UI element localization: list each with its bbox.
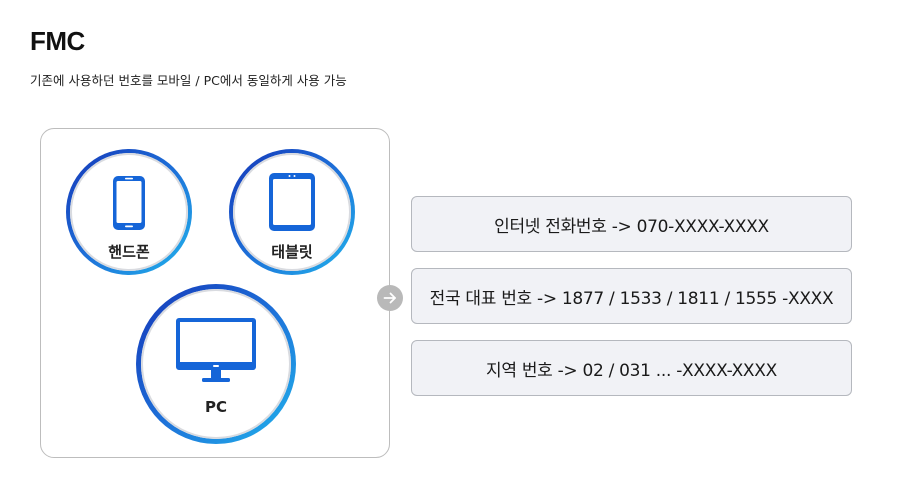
- device-phone: 핸드폰: [66, 149, 192, 275]
- device-tablet: 태블릿: [229, 149, 355, 275]
- smartphone-icon: [113, 176, 145, 230]
- number-card-text: 인터넷 전화번호 -> 070-XXXX-XXXX: [494, 216, 769, 237]
- tablet-icon: [269, 173, 315, 231]
- device-phone-inner: 핸드폰: [70, 153, 188, 271]
- device-tablet-inner: 태블릿: [233, 153, 351, 271]
- device-pc: PC: [136, 284, 296, 444]
- arrow-right-icon: [377, 285, 403, 311]
- number-card-area: 지역 번호 -> 02 / 031 ... -XXXX-XXXX: [411, 340, 852, 396]
- number-card-internet: 인터넷 전화번호 -> 070-XXXX-XXXX: [411, 196, 852, 252]
- monitor-icon: [176, 318, 256, 384]
- device-phone-label: 핸드폰: [108, 243, 150, 261]
- number-card-text: 지역 번호 -> 02 / 031 ... -XXXX-XXXX: [486, 360, 777, 381]
- device-panel: 핸드폰 태블릿: [40, 128, 390, 458]
- page-subtitle: 기존에 사용하던 번호를 모바일 / PC에서 동일하게 사용 가능: [30, 73, 347, 88]
- number-card-text: 전국 대표 번호 -> 1877 / 1533 / 1811 / 1555 -X…: [429, 288, 834, 309]
- number-card-representative: 전국 대표 번호 -> 1877 / 1533 / 1811 / 1555 -X…: [411, 268, 852, 324]
- page-title: FMC: [30, 26, 85, 56]
- device-tablet-label: 태블릿: [271, 243, 313, 261]
- device-pc-label: PC: [204, 398, 227, 416]
- device-pc-inner: PC: [141, 289, 291, 439]
